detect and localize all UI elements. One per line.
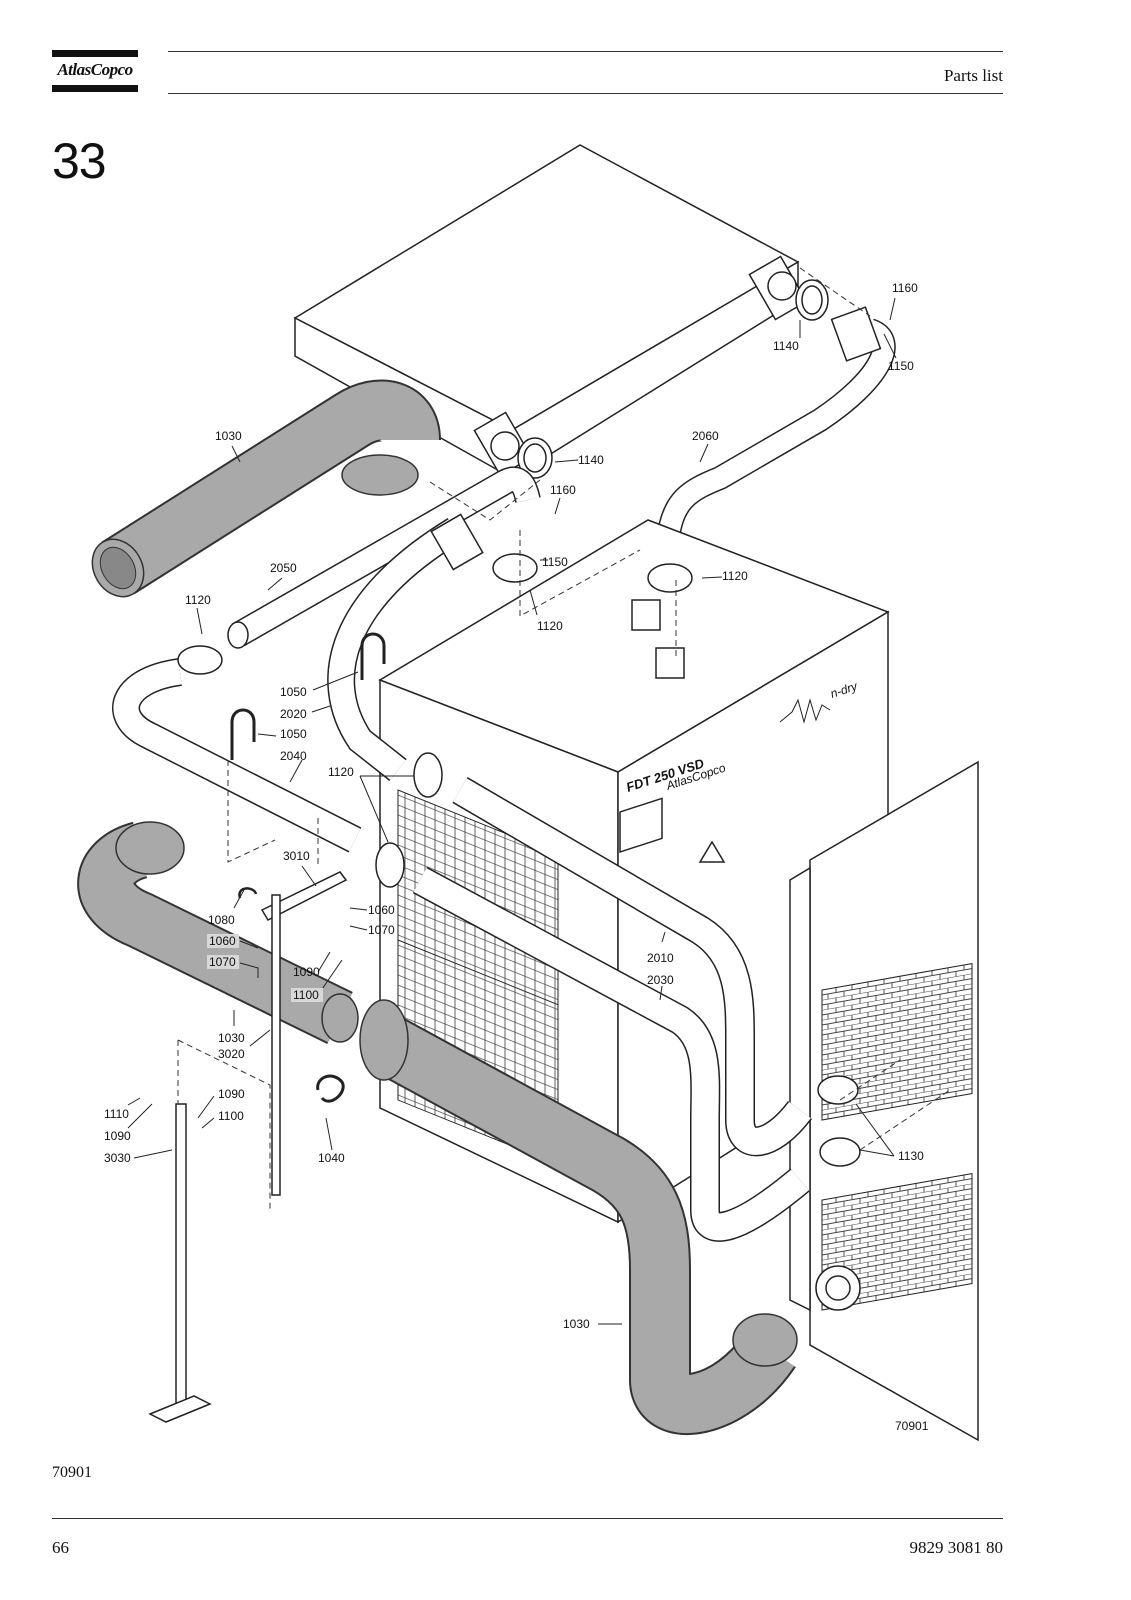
control-display <box>619 797 663 853</box>
callout-2010: 2010 <box>647 951 674 965</box>
footer-rule <box>52 1518 1003 1519</box>
pipe-2050-end <box>227 621 249 649</box>
stand-3030 <box>175 1103 187 1405</box>
callout-1030: 1030 <box>563 1317 590 1331</box>
header-rule-top <box>168 51 1003 52</box>
ubolt-1080 <box>238 887 258 899</box>
section-number: 33 <box>52 133 107 189</box>
bracket-3010 <box>260 871 348 921</box>
callout-1140: 1140 <box>578 453 604 467</box>
right-flange-bore <box>825 1275 851 1301</box>
socket-lower <box>655 647 685 679</box>
callout-2060: 2060 <box>692 429 719 443</box>
callout-1100-box <box>291 988 323 1002</box>
pipe-1030-top <box>91 379 441 598</box>
callout-1050: 1050 <box>280 685 307 699</box>
logo-top-bar <box>52 50 138 57</box>
ubolt-1050-lower <box>230 708 256 760</box>
callout-1030: 1030 <box>215 429 242 443</box>
callout-2020: 2020 <box>280 707 307 721</box>
callout-1090: 1090 <box>218 1087 245 1101</box>
warning-triangle <box>698 840 726 863</box>
rod-3020 <box>271 894 281 1196</box>
pipe-1030-left-end <box>321 993 359 1043</box>
logo-wordmark: AtlasCopco <box>57 60 133 79</box>
flange-2020 <box>430 513 484 571</box>
callout-1150: 1150 <box>542 555 568 569</box>
couplings-1130 <box>817 1075 861 1167</box>
callout-1060-box <box>207 934 239 948</box>
gasket-1140-left-inner <box>523 443 547 473</box>
callout-1050: 1050 <box>280 727 307 741</box>
pipe-2060-fill <box>657 320 895 542</box>
stand-base <box>148 1395 212 1423</box>
callout-1060: 1060 <box>368 903 395 917</box>
pipe-1030-left-flange <box>115 821 185 875</box>
callout-labels: 1160 1140 1150 1030 1140 2060 1160 1150 … <box>104 281 929 1433</box>
callout-1160: 1160 <box>892 281 918 295</box>
callout-1150: 1150 <box>888 359 914 373</box>
assembly-dashed-lines <box>177 267 951 1210</box>
right-grille-upper <box>821 962 973 1121</box>
callout-3030: 3030 <box>104 1151 131 1165</box>
callout-3010: 3010 <box>283 849 310 863</box>
drawing-number: 70901 <box>895 1419 929 1433</box>
pipe-1030-bottom <box>366 1014 795 1433</box>
logo-bottom-bar <box>52 85 138 92</box>
callout-1080: 1080 <box>208 913 235 927</box>
callout-1120: 1120 <box>185 593 211 607</box>
couplings-1120 <box>177 553 693 888</box>
header-rule-bottom <box>168 93 1003 94</box>
logo-wave <box>779 698 831 724</box>
callout-1070: 1070 <box>368 923 395 937</box>
callout-1120: 1120 <box>328 765 354 779</box>
figure-id: 70901 <box>52 1464 92 1481</box>
callout-2050: 2050 <box>270 561 297 575</box>
clip-1040 <box>316 1074 345 1103</box>
callout-1130: 1130 <box>898 1149 924 1163</box>
callout-1110: 1110 <box>104 1107 129 1121</box>
pipe-2030 <box>413 868 809 1241</box>
socket-upper <box>631 599 661 631</box>
callout-2030: 2030 <box>647 973 674 987</box>
pipe-1030-bottom-flange <box>359 999 409 1081</box>
pipe-2050 <box>232 468 540 645</box>
callout-3020: 3020 <box>218 1047 245 1061</box>
callout-1040: 1040 <box>318 1151 345 1165</box>
callout-1090: 1090 <box>104 1129 131 1143</box>
callout-1140: 1140 <box>773 339 799 353</box>
document-number: 9829 3081 80 <box>909 1538 1004 1557</box>
callout-1120: 1120 <box>537 619 563 633</box>
callout-1060: 1060 <box>209 934 236 948</box>
header-title: Parts list <box>943 66 1003 85</box>
pipe-2010 <box>453 778 811 1155</box>
callout-1160: 1160 <box>550 483 576 497</box>
right-grille-lower <box>821 1172 973 1311</box>
right-side-unit <box>789 760 979 1442</box>
flange-2060 <box>830 306 882 362</box>
callout-1070-box <box>207 955 239 969</box>
callout-1120: 1120 <box>722 569 748 583</box>
callout-1090: 1090 <box>293 965 320 979</box>
gasket-1140-top-inner <box>801 285 823 315</box>
page-number: 66 <box>52 1538 69 1557</box>
pipe-2040 <box>113 659 361 852</box>
pipe-1030-bottom-end <box>732 1313 798 1367</box>
ubolt-1050-upper <box>360 632 386 680</box>
callout-1030: 1030 <box>218 1031 245 1045</box>
callout-1070: 1070 <box>209 955 236 969</box>
callout-1100: 1100 <box>218 1109 244 1123</box>
atlas-copco-logo: AtlasCopco <box>52 50 138 92</box>
callout-1100: 1100 <box>293 988 319 1002</box>
callout-2040: 2040 <box>280 749 307 763</box>
pipe-2020 <box>328 519 462 780</box>
